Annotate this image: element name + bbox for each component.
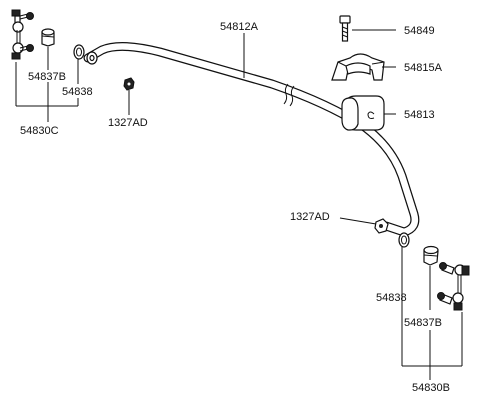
bolt-54849[interactable] xyxy=(339,15,351,42)
link-assembly-right[interactable] xyxy=(437,262,470,311)
label-nut-1327ad-center: 1327AD xyxy=(108,117,148,129)
label-bar-54812a: 54812A xyxy=(220,21,259,33)
leader-lines xyxy=(15,29,463,380)
label-washer-right: 54838 xyxy=(376,292,407,304)
label-bushing-54813: 54813 xyxy=(404,109,435,121)
label-link-bushing-right: 54837B xyxy=(404,317,442,329)
label-nut-1327ad-right: 1327AD xyxy=(290,211,330,223)
link-bushing-left[interactable] xyxy=(41,28,55,47)
bushing-54813[interactable] xyxy=(341,95,385,131)
label-link-assy-left: 54830C xyxy=(20,125,59,137)
link-bushing-right[interactable] xyxy=(423,245,439,266)
bracket-54815a[interactable] xyxy=(331,53,385,81)
washer-left[interactable] xyxy=(73,44,85,60)
label-link-bushing-left: 54837B xyxy=(28,71,66,83)
label-bolt-54849: 54849 xyxy=(404,25,435,37)
washer-right[interactable] xyxy=(398,232,410,248)
label-bracket-54815a: 54815A xyxy=(404,62,443,74)
label-link-assy-right: 54830B xyxy=(412,382,450,394)
nut-1327ad-center[interactable] xyxy=(123,77,135,91)
nut-1327ad-right[interactable] xyxy=(374,218,389,234)
label-washer-left: 54838 xyxy=(62,86,93,98)
stabilizer-bar[interactable] xyxy=(83,42,420,237)
link-assembly-left[interactable] xyxy=(11,9,34,60)
